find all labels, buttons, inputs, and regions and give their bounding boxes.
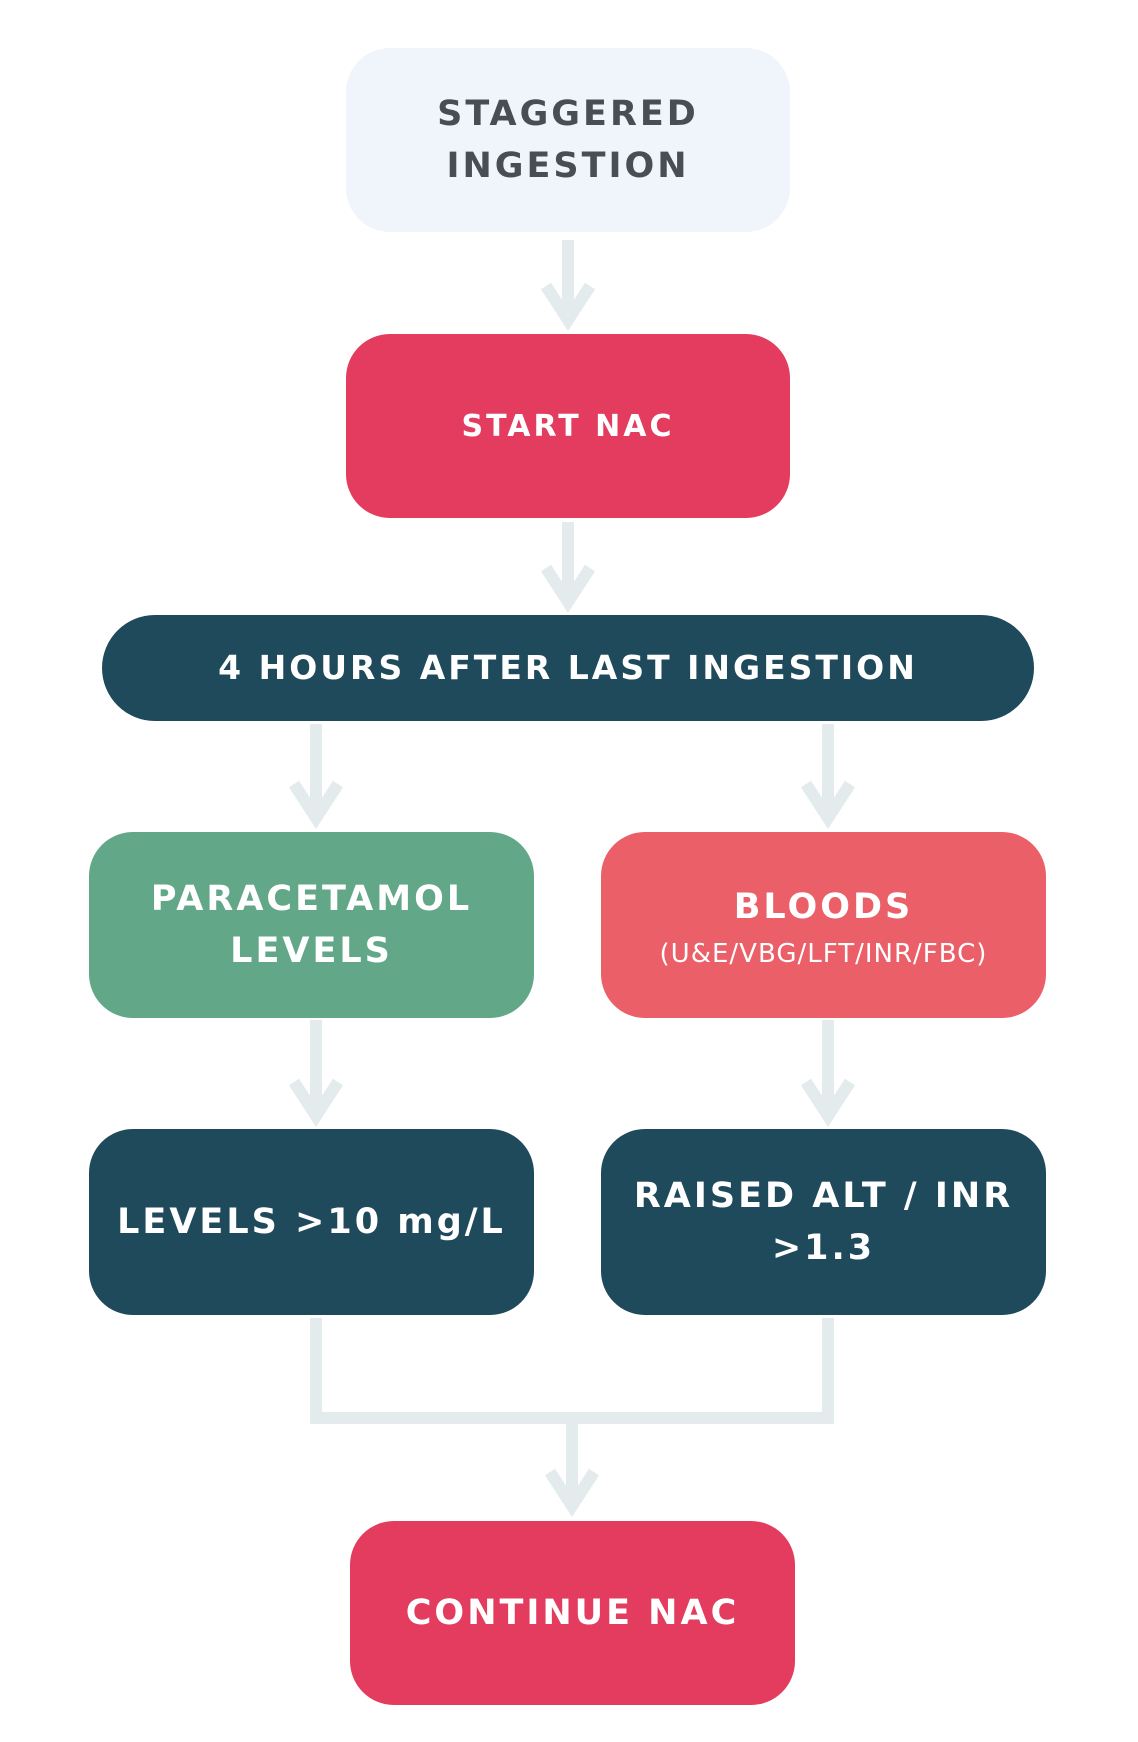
- raised-alt-inr-line-1: RAISED ALT / INR: [633, 1175, 1014, 1216]
- paracetamol-levels-box: PARACETAMOL LEVELS: [89, 832, 534, 1018]
- paracetamol-levels-line-1: PARACETAMOL: [150, 878, 473, 919]
- arrow-start-to-4hours: [540, 522, 596, 614]
- start-nac-box: START NAC: [346, 334, 790, 518]
- continue-nac-box: CONTINUE NAC: [350, 1521, 795, 1705]
- raised-alt-inr-box: RAISED ALT / INR >1.3: [601, 1129, 1046, 1315]
- raised-alt-inr-line-2: >1.3: [771, 1228, 876, 1268]
- bloods-box: BLOODS (U&E/VBG/LFT/INR/FBC): [601, 832, 1046, 1018]
- arrow-bloods-to-raised-alt: [800, 1020, 856, 1128]
- four-hours-label: 4 HOURS AFTER LAST INGESTION: [218, 648, 918, 688]
- staggered-ingestion-line-1: STAGGERED: [437, 93, 699, 134]
- arrow-4hours-to-bloods: [800, 724, 856, 830]
- staggered-ingestion-line-2: INGESTION: [446, 146, 690, 186]
- levels-above-threshold-box: LEVELS >10 mg/L: [89, 1129, 534, 1315]
- paracetamol-levels-line-2: LEVELS: [230, 931, 393, 971]
- levels-above-threshold-label: LEVELS >10 mg/L: [117, 1201, 506, 1242]
- four-hours-after-ingestion-box: 4 HOURS AFTER LAST INGESTION: [102, 615, 1034, 721]
- arrow-4hours-to-levels: [288, 724, 344, 830]
- start-nac-label: START NAC: [461, 408, 675, 444]
- arrow-staggered-to-start: [540, 240, 596, 332]
- arrow-levels-to-levels-high: [288, 1020, 344, 1128]
- arrow-merge-to-continue: [310, 1318, 834, 1518]
- bloods-tests-sublabel: (U&E/VBG/LFT/INR/FBC): [659, 939, 988, 970]
- continue-nac-label: CONTINUE NAC: [405, 1592, 740, 1633]
- bloods-label: BLOODS: [733, 886, 914, 927]
- staggered-ingestion-box: STAGGERED INGESTION: [346, 48, 790, 232]
